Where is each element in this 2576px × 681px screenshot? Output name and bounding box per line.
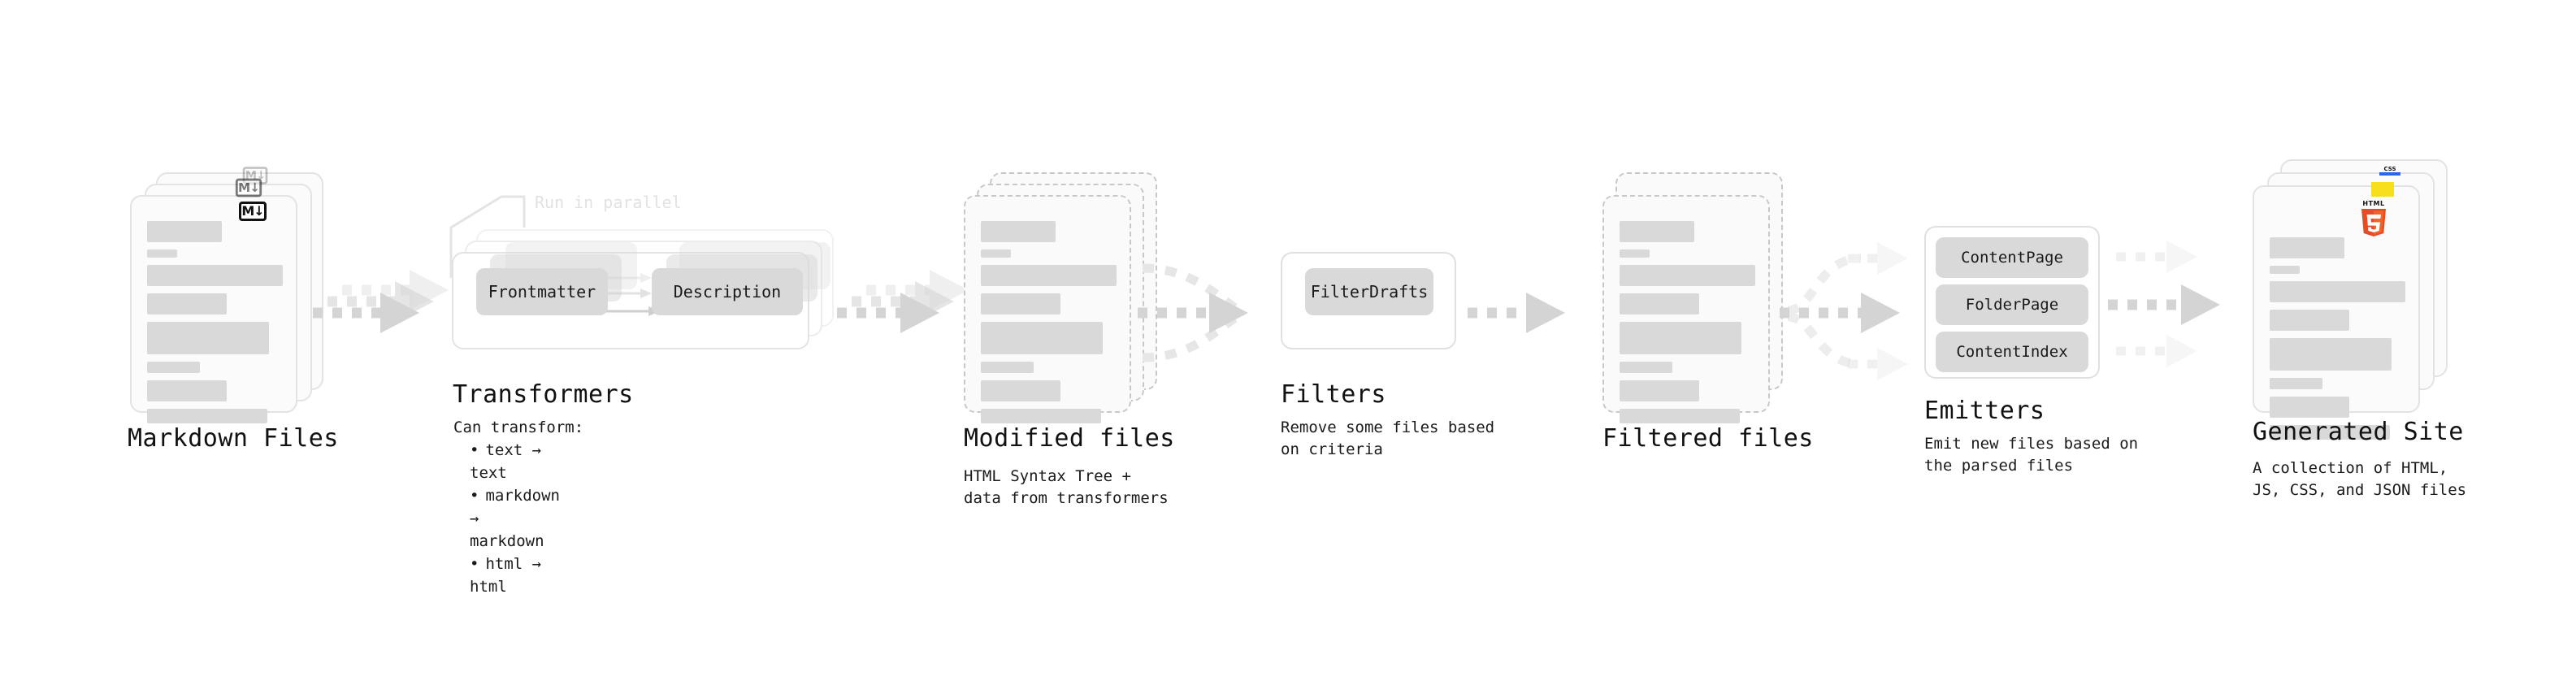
document-placeholder-lines bbox=[147, 221, 283, 431]
transform-item-1: markdown → markdown bbox=[470, 484, 560, 553]
transformers-caption-intro: Can transform: bbox=[453, 419, 584, 436]
js-icon bbox=[2371, 182, 2394, 197]
emitter-chip-folderpage-label: FolderPage bbox=[1965, 296, 2059, 314]
filter-chip-filterdrafts-label: FilterDrafts bbox=[1310, 282, 1429, 301]
filter-chip-filterdrafts[interactable]: FilterDrafts bbox=[1305, 268, 1433, 315]
arrow-filtered-to-emitters-fan bbox=[1787, 254, 1862, 369]
arrow-transformers-to-modified bbox=[837, 270, 969, 333]
filters-caption-2: on criteria bbox=[1281, 440, 1383, 458]
stage-label-emitters: Emitters bbox=[1924, 397, 2045, 425]
css-icon-bar bbox=[2379, 172, 2400, 176]
stage-label-transformers: Transformers bbox=[453, 380, 634, 409]
emitters-caption-1: Emit new files based on bbox=[1924, 435, 2139, 453]
arrow-filtered-to-emitters-branch-top bbox=[1848, 242, 1908, 275]
generated-site-caption-1: A collection of HTML, bbox=[2253, 459, 2448, 477]
emitters-caption-2: the parsed files bbox=[1924, 457, 2074, 475]
markdown-file-card-front bbox=[130, 195, 297, 423]
markdown-icon-back1: M↓ bbox=[235, 178, 262, 197]
arrow-emitters-to-site-main bbox=[2108, 284, 2220, 325]
arrow-emitters-to-site-top bbox=[2116, 241, 2197, 273]
arrow-filtered-to-emitters-main bbox=[1780, 293, 1900, 333]
stage-generated-site: CSS HTML Generated Site A collection of … bbox=[0, 0, 2466, 499]
filtered-file-card-front bbox=[1602, 195, 1770, 423]
document-placeholder-lines bbox=[981, 221, 1117, 431]
markdown-icon: M↓ bbox=[239, 202, 267, 221]
arrow-emitters-to-site-bottom bbox=[2116, 335, 2197, 367]
emitter-chip-contentpage[interactable]: ContentPage bbox=[1936, 237, 2088, 278]
html5-icon-label: HTML bbox=[2362, 200, 2385, 207]
modified-files-caption-1: HTML Syntax Tree + bbox=[964, 467, 1131, 485]
css-icon-label: CSS bbox=[2383, 166, 2396, 172]
emitter-chip-contentpage-label: ContentPage bbox=[1961, 249, 2063, 267]
css-icon: CSS bbox=[2379, 166, 2400, 177]
emitter-chip-contentindex[interactable]: ContentIndex bbox=[1936, 332, 2088, 372]
stage-label-filtered-files: Filtered files bbox=[1602, 424, 1814, 453]
modified-file-card-front bbox=[964, 195, 1131, 423]
filters-caption-1: Remove some files based bbox=[1281, 419, 1495, 436]
arrow-filters-to-filtered bbox=[1468, 293, 1565, 333]
stage-label-generated-site: Generated Site bbox=[2253, 418, 2464, 446]
html5-icon-shield bbox=[2361, 209, 2386, 236]
transformer-chip-description[interactable]: Description bbox=[652, 268, 803, 315]
transform-item-2: html → html bbox=[470, 553, 560, 598]
transformer-chip-description-label: Description bbox=[673, 282, 782, 301]
transformer-inner-arrows bbox=[605, 273, 660, 316]
run-in-parallel-bracket bbox=[449, 195, 526, 278]
stage-label-markdown: Markdown Files bbox=[128, 424, 339, 453]
document-placeholder-lines bbox=[2270, 211, 2405, 447]
transform-item-0: text → text bbox=[470, 439, 560, 484]
document-placeholder-lines bbox=[1620, 221, 1755, 431]
stage-label-filters: Filters bbox=[1281, 380, 1386, 409]
transformer-chip-frontmatter[interactable]: Frontmatter bbox=[476, 268, 608, 315]
emitter-chip-folderpage[interactable]: FolderPage bbox=[1936, 284, 2088, 325]
arrow-filtered-to-emitters-branch-bottom bbox=[1848, 348, 1908, 380]
html5-icon: HTML bbox=[2360, 200, 2387, 238]
transformers-caption-list: text → text markdown → markdown html → h… bbox=[453, 439, 560, 598]
run-in-parallel-label: Run in parallel bbox=[535, 193, 682, 212]
modified-files-caption-2: data from transformers bbox=[964, 489, 1169, 507]
transformer-chip-frontmatter-label: Frontmatter bbox=[488, 282, 596, 301]
arrow-markdown-to-transformers bbox=[313, 270, 449, 333]
site-file-card-html bbox=[2253, 185, 2420, 440]
emitter-chip-contentindex-label: ContentIndex bbox=[1956, 343, 2068, 361]
stage-label-modified-files: Modified files bbox=[964, 424, 1175, 453]
arrow-modified-to-filters-merge bbox=[1142, 263, 1244, 362]
generated-site-caption-2: JS, CSS, and JSON files bbox=[2253, 481, 2467, 499]
